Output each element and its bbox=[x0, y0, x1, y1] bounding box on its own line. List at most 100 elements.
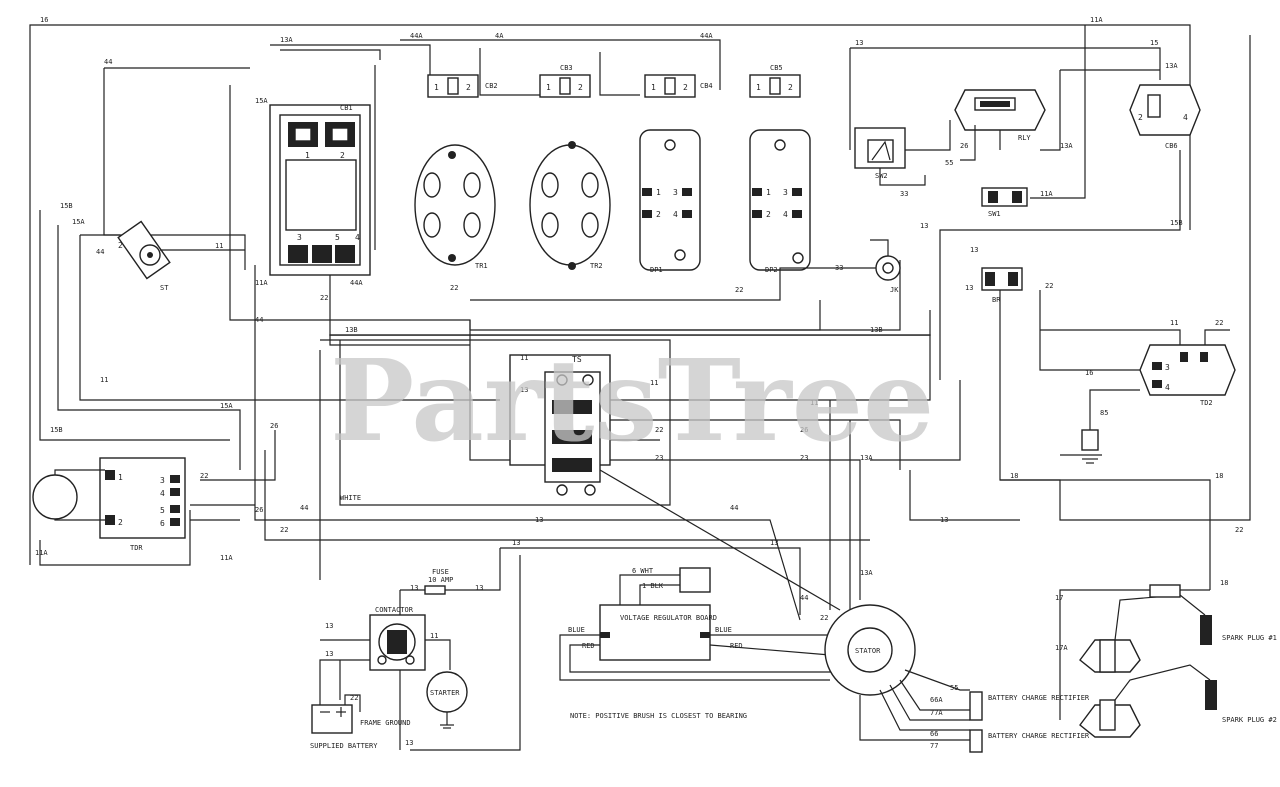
blk-label: 1 BLK bbox=[642, 582, 664, 590]
tr1-label: TR1 bbox=[475, 262, 488, 270]
wire-label: 15A bbox=[255, 97, 268, 105]
terminal-5: 5 bbox=[335, 233, 340, 242]
terminal-2: 2 bbox=[656, 210, 661, 219]
tr2-receptacle: TR2 bbox=[529, 141, 611, 270]
cb5-breaker: 1 2 CB5 bbox=[749, 64, 801, 98]
wire-label: 11A bbox=[1040, 190, 1053, 198]
wire-label: 17 bbox=[1055, 594, 1063, 602]
wire-label: 13A bbox=[860, 454, 873, 462]
wire-label: 13 bbox=[512, 539, 520, 547]
wire-label: 13A bbox=[280, 36, 293, 44]
terminal-1: 1 bbox=[651, 83, 656, 92]
st-ignition-switch: 2 ST bbox=[80, 220, 245, 292]
cb2-label: CB2 bbox=[485, 82, 498, 90]
wire-label: 44 bbox=[300, 504, 308, 512]
blue-label: BLUE bbox=[715, 626, 732, 634]
cb4-breaker: 1 2 CB4 bbox=[644, 74, 713, 98]
dp2-duplex-receptacle: 1 3 2 4 DP2 bbox=[749, 129, 811, 274]
stator: STATOR bbox=[824, 604, 970, 741]
wire-label: 22 bbox=[450, 284, 458, 292]
wire-label: 11A bbox=[255, 279, 268, 287]
ts-terminal-strip: TS 1 WHITE bbox=[320, 334, 931, 506]
outer-wire-frame bbox=[29, 24, 1191, 565]
terminal-4: 4 bbox=[355, 233, 360, 242]
starter-label: STARTER bbox=[430, 689, 460, 697]
wire-label: 44 bbox=[255, 316, 263, 324]
terminal-2: 2 bbox=[578, 83, 583, 92]
wire-label: 11 bbox=[215, 242, 223, 250]
wire-label: 55 bbox=[950, 684, 958, 692]
wire-label: 77A bbox=[930, 709, 943, 717]
wire-label: 15A bbox=[220, 402, 233, 410]
terminal-3: 3 bbox=[673, 188, 678, 197]
terminal-1: 1 bbox=[118, 473, 123, 482]
wire-label: 13 bbox=[520, 386, 528, 394]
wire-label: 55 bbox=[945, 159, 953, 167]
wire-label: 15B bbox=[50, 426, 63, 434]
wire-label: 11A bbox=[1090, 16, 1103, 24]
wire-label: 22 bbox=[1215, 319, 1223, 327]
wire-label: 17A bbox=[1055, 644, 1068, 652]
cb2-breaker: 1 2 CB2 bbox=[427, 74, 498, 98]
terminal-3: 3 bbox=[783, 188, 788, 197]
terminal-2: 2 bbox=[118, 241, 123, 250]
terminal-2: 2 bbox=[340, 151, 345, 160]
wire-label: 11 bbox=[1170, 319, 1178, 327]
rectifier-label: BATTERY CHARGE RECTIFIER bbox=[988, 732, 1090, 740]
wire-label: 44A bbox=[350, 279, 363, 287]
sw1-label: SW1 bbox=[988, 210, 1001, 218]
wire-label: 16 bbox=[40, 16, 48, 24]
terminal-3: 3 bbox=[297, 233, 302, 242]
terminal-4: 4 bbox=[1165, 383, 1170, 392]
wire-label: 13 bbox=[855, 39, 863, 47]
dp2-label: DP2 bbox=[765, 266, 778, 274]
wire-label: 22 bbox=[820, 614, 828, 622]
wire-label: 11 bbox=[650, 379, 658, 387]
cb1-breaker-block: 1 2 3 5 4 CB1 15A 11A 44A 22 bbox=[255, 97, 371, 302]
wire-label: 13 bbox=[535, 516, 543, 524]
ignition-module-2 bbox=[1079, 664, 1211, 738]
terminal-5: 5 bbox=[160, 506, 165, 515]
wire-label: 15 bbox=[1150, 39, 1158, 47]
contactor: CONTACTOR bbox=[320, 606, 451, 750]
cb1-label: CB1 bbox=[340, 104, 353, 112]
tr2-label: TR2 bbox=[590, 262, 603, 270]
brush-note: NOTE: POSITIVE BRUSH IS CLOSEST TO BEARI… bbox=[570, 712, 747, 720]
terminal-4: 4 bbox=[1183, 113, 1188, 122]
wire-label: 11 bbox=[430, 632, 438, 640]
dp1-duplex-receptacle: 1 3 2 4 DP1 bbox=[639, 129, 701, 274]
br-label: BR bbox=[992, 296, 1001, 304]
wire-label: 26 bbox=[270, 422, 278, 430]
fuse-label: FUSE bbox=[432, 568, 449, 576]
supplied-battery: SUPPLIED BATTERY FRAME GROUND bbox=[310, 659, 411, 750]
terminal-2: 2 bbox=[1138, 113, 1143, 122]
terminal-1: 1 bbox=[434, 83, 439, 92]
wire-label: 13 bbox=[325, 622, 333, 630]
battery-charge-rectifier-1: BATTERY CHARGE RECTIFIER bbox=[969, 691, 1090, 721]
td2-module: 3 4 TD2 bbox=[1039, 290, 1236, 464]
terminal-1: 1 bbox=[305, 151, 310, 160]
wire-label: 11A bbox=[220, 554, 233, 562]
terminal-1: 1 bbox=[574, 405, 579, 414]
wire-label: 44 bbox=[104, 58, 112, 66]
rly-relay: RLY bbox=[954, 89, 1046, 161]
terminal-2: 2 bbox=[683, 83, 688, 92]
wire-label: 13 bbox=[970, 246, 978, 254]
cb4-label: CB4 bbox=[700, 82, 713, 90]
wire-label: 15B bbox=[1170, 219, 1183, 227]
wire-label: 13 bbox=[410, 584, 418, 592]
terminal-4: 4 bbox=[160, 489, 165, 498]
wire-label: 13 bbox=[475, 584, 483, 592]
wire-label: 22 bbox=[655, 426, 663, 434]
wire-label: 13 bbox=[325, 650, 333, 658]
wire-label: 85 bbox=[1100, 409, 1108, 417]
wire-label: 11A bbox=[35, 549, 48, 557]
terminal-1: 1 bbox=[756, 83, 761, 92]
wire-label: 22 bbox=[320, 294, 328, 302]
sw2-switch: SW2 bbox=[854, 120, 951, 186]
ts-label: TS bbox=[572, 355, 582, 364]
wire-label: 13A bbox=[1165, 62, 1178, 70]
wire-label: 4A bbox=[495, 32, 504, 40]
red-label: RED bbox=[582, 642, 595, 650]
wire-label: 22 bbox=[1235, 526, 1243, 534]
